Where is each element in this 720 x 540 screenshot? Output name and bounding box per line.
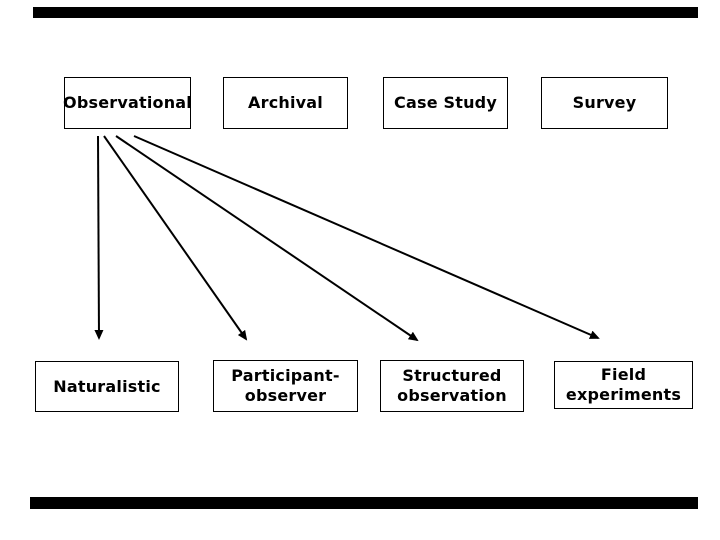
- box-field-experiments: Field experiments: [554, 361, 693, 409]
- box-archival: Archival: [223, 77, 348, 129]
- box-case-study: Case Study: [383, 77, 508, 129]
- arrow-observational-to-field-experiments: [133, 135, 600, 339]
- box-survey: Survey: [541, 77, 668, 129]
- box-field-experiments-label-line1: Field: [600, 365, 647, 384]
- box-case-study-label: Case Study: [394, 93, 497, 112]
- box-survey-label: Survey: [572, 93, 637, 112]
- arrow-observational-to-participant-observer: [103, 135, 248, 341]
- box-archival-label: Archival: [248, 93, 323, 112]
- box-structured-observation: Structured observation: [380, 360, 524, 412]
- box-observational-label: Observational: [63, 93, 192, 112]
- box-structured-observation-label-line2: observation: [397, 386, 507, 405]
- box-participant-observer: Participant- observer: [213, 360, 358, 412]
- bottom-accent-bar: [30, 497, 698, 509]
- box-field-experiments-label-line2: experiments: [565, 385, 682, 404]
- arrow-observational-to-structured-observation: [115, 135, 419, 342]
- box-observational: Observational: [63, 77, 192, 129]
- box-participant-observer-label-line1: Participant-: [231, 366, 340, 385]
- top-accent-bar: [33, 7, 698, 18]
- box-structured-observation-label-line1: Structured: [402, 366, 502, 385]
- box-naturalistic-label-line1: Naturalistic: [53, 376, 161, 396]
- box-participant-observer-label-line2: observer: [244, 386, 327, 405]
- arrow-observational-to-naturalistic: [94, 135, 104, 340]
- box-naturalistic: Naturalistic: [35, 361, 179, 412]
